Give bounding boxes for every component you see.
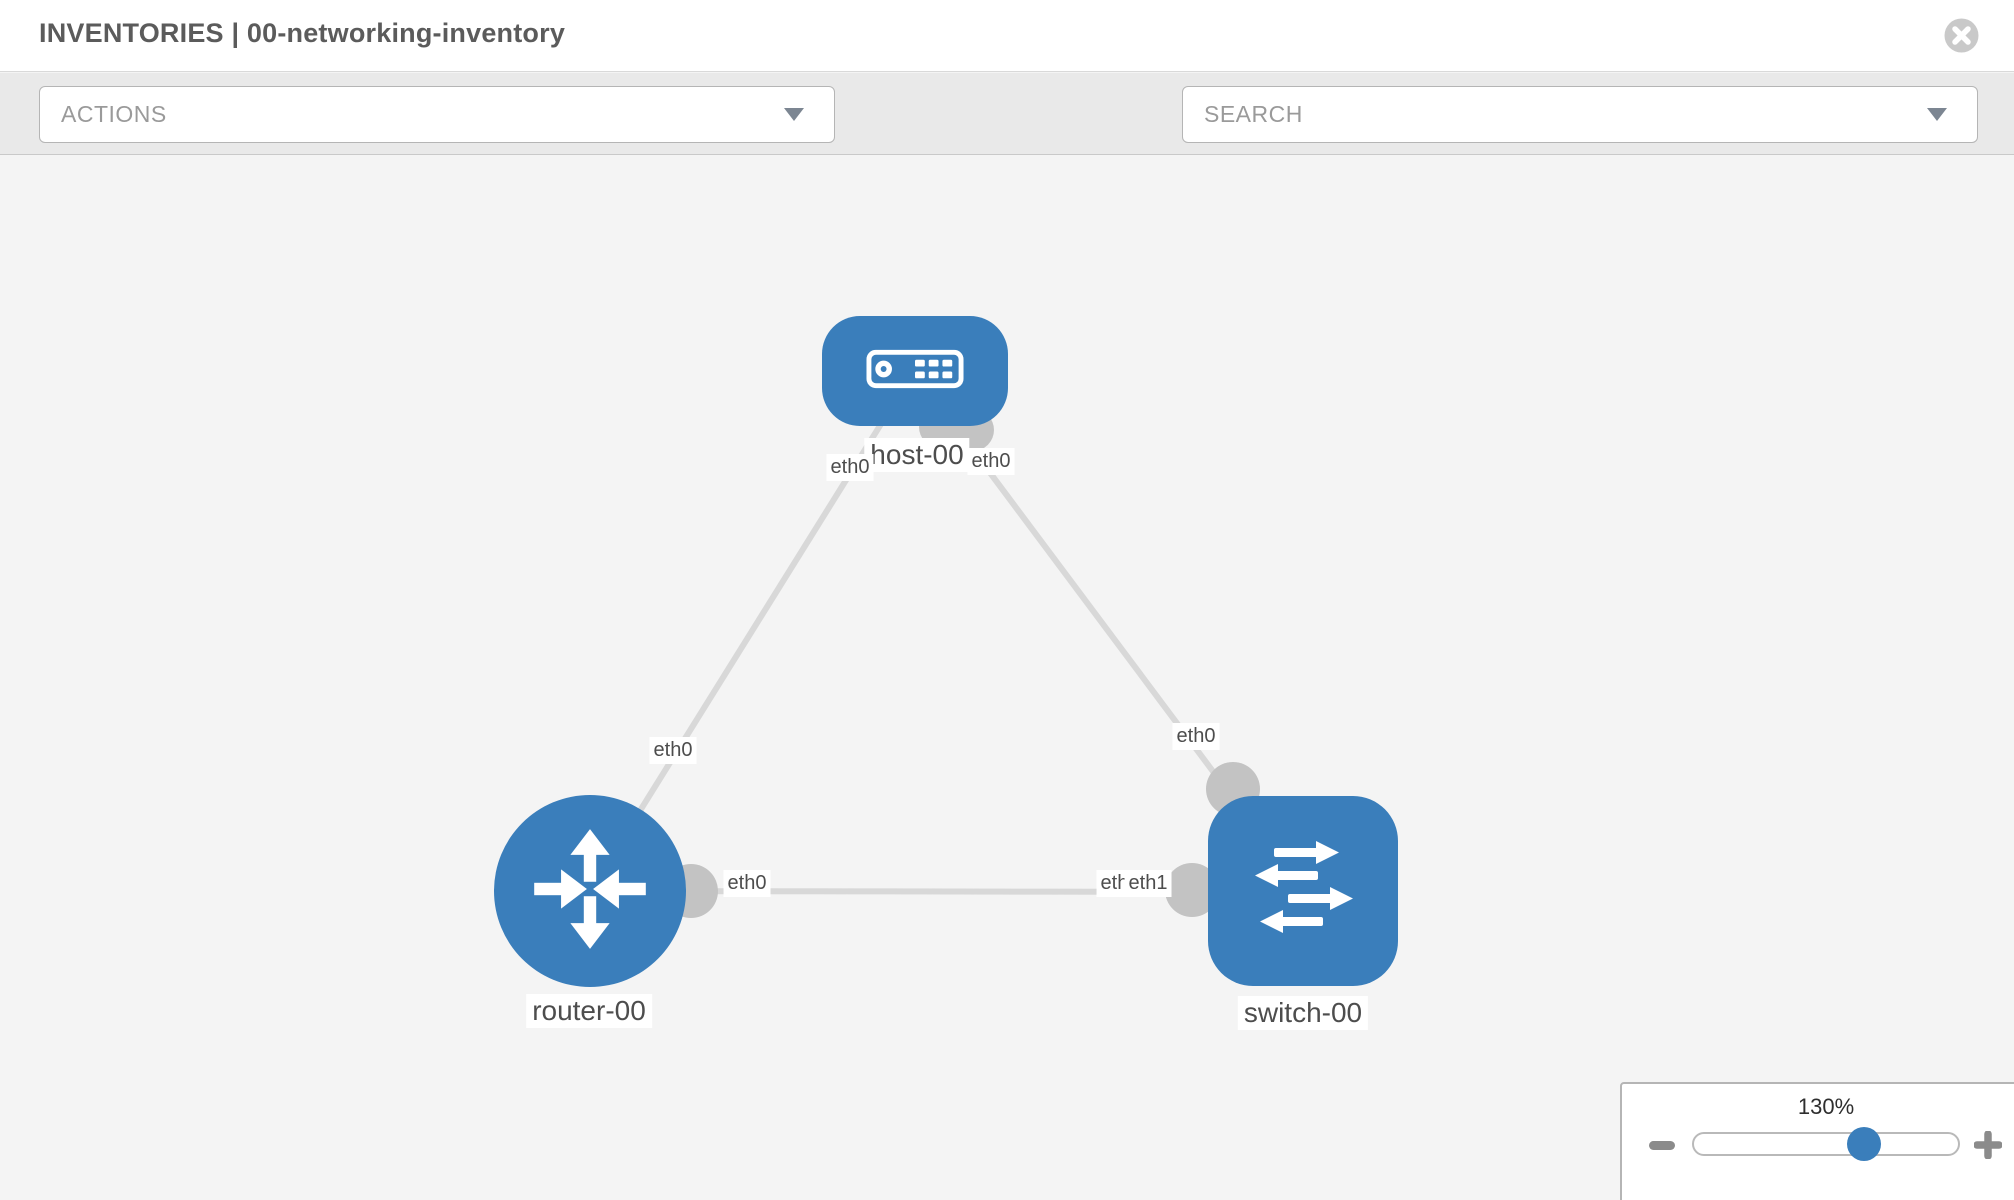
- toolbar: ACTIONS SEARCH: [0, 73, 2014, 205]
- topology-canvas[interactable]: host-00 router-00 switch-00 eth0 eth0 et…: [0, 155, 2014, 1200]
- zoom-in-button[interactable]: [1973, 1130, 2003, 1162]
- node-host-00[interactable]: [822, 316, 1008, 426]
- chevron-down-icon: [1927, 108, 1947, 121]
- actions-dropdown[interactable]: ACTIONS: [39, 86, 835, 143]
- interface-label-host-to-switch: eth0: [967, 448, 1015, 475]
- port-circle-switch-left: [1165, 863, 1219, 917]
- close-icon: [1943, 18, 1980, 57]
- router-arrows-icon: [528, 827, 652, 956]
- search-dropdown[interactable]: SEARCH: [1182, 86, 1978, 143]
- switch-arrows-icon: [1240, 840, 1366, 942]
- close-button[interactable]: [1943, 17, 1980, 54]
- search-input-placeholder: SEARCH: [1204, 101, 1303, 127]
- interface-label-router-to-switch: eth0: [723, 870, 771, 897]
- chevron-down-icon: [784, 108, 804, 121]
- zoom-control-panel: 130%: [1620, 1082, 2014, 1200]
- node-switch-00[interactable]: [1208, 796, 1398, 986]
- plus-icon: [1973, 1130, 2003, 1162]
- actions-dropdown-label: ACTIONS: [61, 101, 167, 127]
- interface-label-router-to-host: eth0: [649, 737, 697, 764]
- zoom-slider-track[interactable]: [1692, 1132, 1960, 1156]
- server-icon: [866, 349, 964, 394]
- page-header: INVENTORIES | 00-networking-inventory: [0, 0, 2014, 72]
- zoom-out-button[interactable]: [1648, 1137, 1676, 1153]
- interface-label-switch-to-router: eth1: [1124, 870, 1172, 897]
- node-label-switch: switch-00: [1237, 996, 1369, 1030]
- interface-label-switch-to-host: eth0: [1172, 723, 1220, 750]
- topology-links-layer: [587, 369, 1306, 918]
- zoom-slider-knob[interactable]: [1847, 1127, 1881, 1161]
- zoom-level-text: 130%: [1797, 1094, 1855, 1119]
- node-label-host: host-00: [864, 438, 970, 472]
- page-title: INVENTORIES | 00-networking-inventory: [39, 18, 566, 48]
- interface-label-host-to-router: eth0: [826, 454, 874, 481]
- minus-icon: [1649, 1138, 1675, 1153]
- node-label-router: router-00: [526, 994, 652, 1028]
- node-router-00[interactable]: [494, 795, 686, 987]
